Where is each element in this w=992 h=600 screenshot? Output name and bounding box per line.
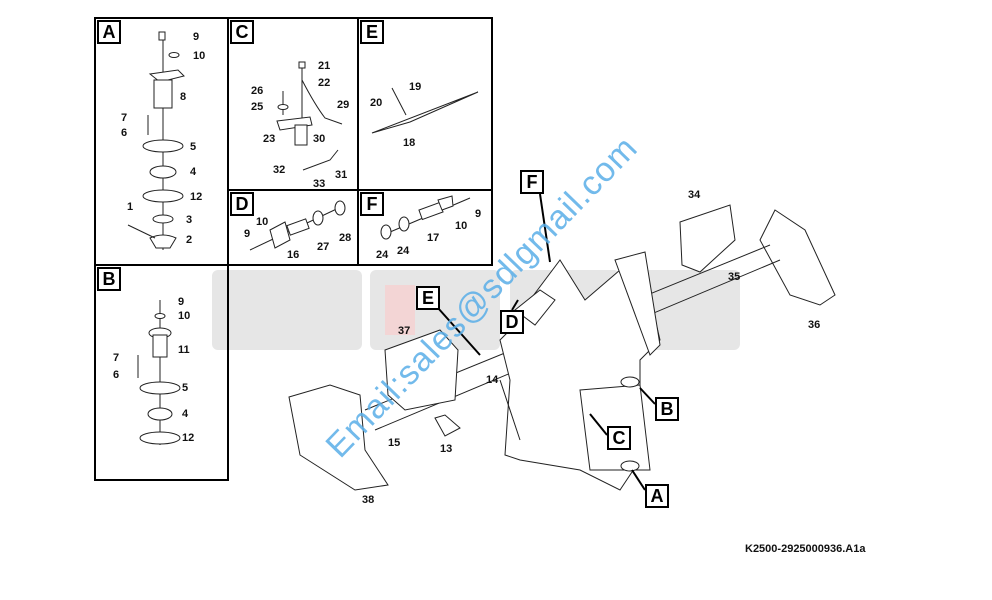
part-label: 27 [317,241,330,253]
part-label: 8 [180,91,187,103]
drawing-code: K2500-2925000936.A1a [745,543,866,555]
panel-d-letter: D [230,192,254,216]
panel-e-parts [371,87,479,134]
part-label: 31 [335,169,348,181]
part-label: 10 [455,220,468,232]
part-label: 10 [193,50,206,62]
callout-e: E [416,286,440,310]
callout-f: F [520,170,544,194]
part-label: 9 [244,228,251,240]
panel-c-letter: C [230,20,254,44]
part-label: 9 [475,208,482,220]
part-label: 7 [113,352,120,364]
panel-b-letter: B [97,267,121,291]
part-label: 20 [370,97,383,109]
panel-d-parts [249,200,346,251]
callout-c: C [607,426,631,450]
callout-b: B [655,397,679,421]
part-label: 38 [362,494,375,506]
part-label: 9 [193,31,200,43]
part-label: 6 [113,369,120,381]
part-label: 15 [388,437,401,449]
callout-d: D [500,310,524,334]
part-label: 5 [190,141,197,153]
part-label: 4 [190,166,197,178]
part-label: 1 [127,201,134,213]
part-label: 16 [287,249,300,261]
part-label: 34 [688,189,701,201]
part-label: 11 [178,344,190,356]
part-label: 9 [178,296,185,308]
part-label: 17 [427,232,440,244]
part-label: 26 [251,85,264,97]
panel-f-parts [380,195,471,240]
part-label: 13 [440,443,453,455]
panel-b-parts [137,300,181,445]
part-label: 36 [808,319,821,331]
panel-a-letter: A [97,20,121,44]
part-label: 24 [376,249,389,261]
part-label: 12 [182,432,195,444]
part-label: 10 [178,310,191,322]
part-label: 6 [121,127,128,139]
main-frame-drawing [288,204,836,491]
part-label: 5 [182,382,189,394]
part-label: 18 [403,137,416,149]
panel-c-parts [276,61,343,171]
part-label: 33 [313,178,326,190]
panel-f-letter: F [360,192,384,216]
part-label: 35 [728,271,741,283]
callout-a: A [645,484,669,508]
part-label: 10 [256,216,269,228]
part-label: 21 [318,60,331,72]
part-label: 3 [186,214,193,226]
panel-a-parts [127,31,185,250]
part-label: 12 [190,191,203,203]
part-label: 7 [121,112,128,124]
part-label: 37 [398,325,411,337]
part-label: 4 [182,408,189,420]
part-label: 30 [313,133,326,145]
part-label: 14 [486,374,499,386]
part-label: 22 [318,77,331,89]
panel-frames [94,17,493,481]
part-label: 2 [186,234,193,246]
part-label: 19 [409,81,422,93]
callout-leaders [437,193,656,491]
part-label: 24 [397,245,410,257]
part-label: 28 [339,232,352,244]
part-label: 29 [337,99,350,111]
part-label: 23 [263,133,276,145]
panel-e-letter: E [360,20,384,44]
part-label: 32 [273,164,286,176]
part-label: 25 [251,101,264,113]
